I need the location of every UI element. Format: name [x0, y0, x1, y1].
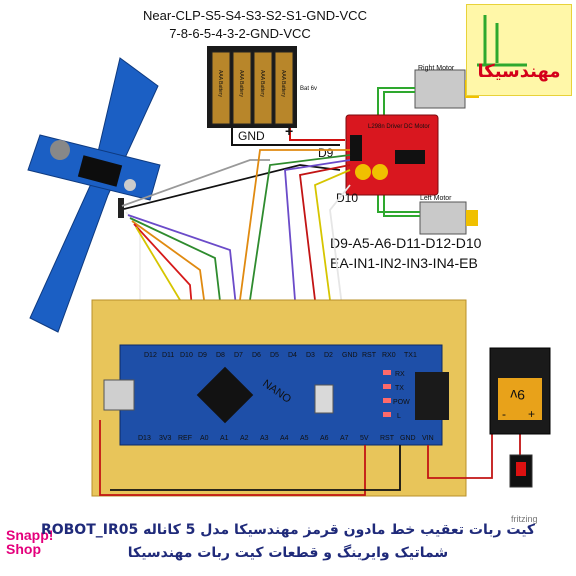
nano-top-pin-label: D6	[252, 352, 261, 359]
footer-title: کیت ربات تعقیب خط مادون قرمز مهندسیکا مد…	[40, 522, 536, 538]
nano-top-pin-label: D4	[288, 352, 297, 359]
battery-9v-plus: +	[528, 407, 535, 421]
battery-9v-label: 9v	[510, 387, 525, 403]
right-motor-wires	[377, 87, 415, 125]
nano-bottom-pin-label: GND	[400, 435, 416, 442]
led-label-tx: TX	[395, 385, 404, 392]
nano-bottom-pin-label: REF	[178, 435, 192, 442]
power-switch-knob	[516, 462, 526, 476]
nano-top-pin-label: D2	[324, 352, 333, 359]
nano-bottom-pin-label: A5	[300, 435, 309, 442]
nano-pin-order-title: 7-8-6-5-4-3-2-GND-VCC	[169, 26, 311, 41]
nano-top-pin-label: RST	[362, 352, 377, 359]
led-label-l: L	[397, 413, 401, 420]
battery-cell-label: AAA Battery	[280, 70, 286, 97]
nano-top-pin-label: RX0	[382, 352, 396, 359]
battery-cell-label: AAA Battery	[238, 70, 244, 97]
usb-connector	[103, 379, 135, 411]
logo-graphic	[477, 15, 527, 67]
right-motor-label: Right Motor	[418, 65, 455, 72]
nano-bottom-pin-label: D13	[138, 435, 151, 442]
nano-top-pin-label: GND	[342, 352, 358, 359]
battery-plus-label: +	[285, 123, 293, 139]
battery-cell-label: AAA Battery	[217, 70, 223, 97]
logo-text: مهندسیکا	[477, 61, 561, 82]
nano-top-pin-label: TX1	[404, 352, 417, 359]
led-label-pow: POW	[393, 399, 410, 406]
nano-top-pin-label: D7	[234, 352, 243, 359]
nano-bottom-pin-label: RST	[380, 435, 395, 442]
pin-mapping-line1: D9-A5-A6-D11-D12-D10	[330, 235, 482, 251]
battery-cell-label: AAA Battery	[259, 70, 265, 97]
nano-bottom-pin-label: 5V	[360, 435, 369, 442]
nano-bottom-pin-label: A4	[280, 435, 289, 442]
left-motor-wires	[377, 190, 420, 217]
status-led	[383, 412, 391, 417]
nano-bottom-pin-label: A2	[240, 435, 249, 442]
nano-bottom-pin-label: A0	[200, 435, 209, 442]
l298n-driver-board	[345, 114, 439, 196]
nano-bottom-pin-label: A7	[340, 435, 349, 442]
aa-battery-pack: AAA Battery AAA Battery AAA Battery AAA …	[207, 46, 297, 128]
battery-pack-label: Bat 6v	[300, 86, 317, 92]
icsp-header	[415, 372, 449, 420]
arduino-nano-board	[119, 344, 443, 446]
left-motor	[419, 201, 478, 235]
status-led	[383, 398, 391, 403]
battery-plus-wire	[289, 128, 345, 141]
driver-board-label: L298n Driver DC Motor	[368, 124, 430, 130]
nano-bottom-pin-label: A1	[220, 435, 229, 442]
battery-9v-minus: -	[502, 407, 506, 421]
led-label-rx: RX	[395, 371, 405, 378]
ir-sensor-board	[27, 57, 161, 333]
battery-cell	[274, 51, 294, 125]
nano-bottom-pin-label: 3V3	[159, 435, 172, 442]
mohandesika-logo: مهندسیکا	[466, 4, 572, 96]
left-motor-label: Left Motor	[420, 195, 452, 202]
nano-bottom-pin-label: A3	[260, 435, 269, 442]
power-wires	[99, 420, 521, 496]
battery-cell	[211, 51, 231, 125]
battery-cell	[232, 51, 252, 125]
battery-9v	[489, 347, 551, 435]
nano-top-pin-label: D5	[270, 352, 279, 359]
battery-gnd-label: GND	[238, 129, 265, 143]
nano-top-pin-label: D12	[144, 352, 157, 359]
nano-top-pin-label: D9	[198, 352, 207, 359]
fritzing-watermark: fritzing	[511, 514, 538, 524]
pin-mapping-line2: EA-IN1-IN2-IN3-IN4-EB	[330, 255, 478, 271]
nano-top-pin-label: D8	[216, 352, 225, 359]
snapp-shop-brand: Snapp! Shop	[6, 527, 54, 557]
footer-subtitle: شماتیک وایرینگ و قطعات کیت ربات مهندسیکا	[127, 545, 449, 561]
status-led	[383, 370, 391, 375]
nano-top-pin-label: D10	[180, 352, 193, 359]
nano-bottom-pin-label: VIN	[422, 435, 434, 442]
status-led	[383, 384, 391, 389]
battery-cell	[253, 51, 273, 125]
sensor-pin-order-title: Near-CLP-S5-S4-S3-S2-S1-GND-VCC	[143, 8, 367, 23]
reset-button[interactable]	[314, 384, 334, 414]
nano-top-pin-label: D3	[306, 352, 315, 359]
nano-bottom-pin-label: A6	[320, 435, 329, 442]
battery-gnd-wire	[231, 128, 340, 146]
nano-top-pin-label: D11	[162, 352, 174, 359]
